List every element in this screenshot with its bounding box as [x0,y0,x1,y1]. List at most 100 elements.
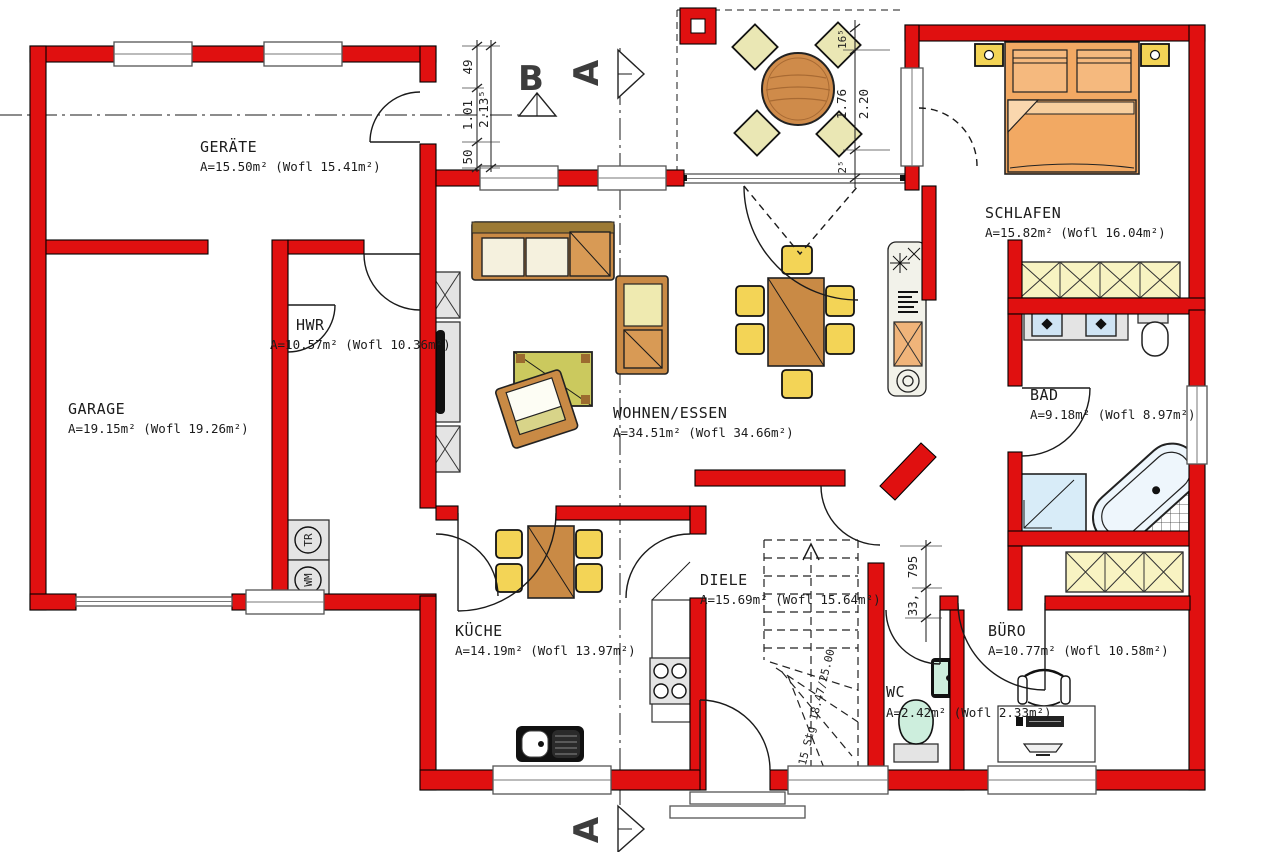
label-diele: DIELE [700,571,748,589]
area-kueche: A=14.19m² (Wofl 13.97m²) [455,643,636,658]
area-wc: A=2.42m² (Wofl 2.33m²) [886,705,1052,720]
bathtub [1091,442,1201,547]
door-terrace-living [743,185,859,301]
label-hwr: HWR [296,316,325,334]
area-diele: A=15.69m² (Wofl 15.64m²) [700,592,881,607]
door-living-diele [820,485,881,546]
label-wc: WC [886,683,905,701]
window [479,165,559,191]
dimension-hall-chain: 795 33, [900,540,942,642]
door-kitchen-diele [625,533,691,599]
dim-33: 33, [905,594,920,617]
bathroom-fixtures [1013,307,1201,547]
door-bedroom [918,107,978,167]
section-marker-a-top: A [567,48,646,100]
section-b-letter: B [518,59,544,99]
dim-165: 16⁵ [836,29,849,49]
room-labels: GERÄTE A=15.50m² (Wofl 15.41m²) GARAGE A… [68,137,1196,720]
stairs: 15 Stg 18.47/25.00 [763,539,859,769]
window [987,765,1097,795]
window [900,67,924,167]
section-a-bottom-letter: A [567,816,607,843]
label-buero: BÜRO [988,621,1026,640]
area-buero: A=10.77m² (Wofl 10.58m²) [988,643,1169,658]
area-wohnen: A=34.51m² (Wofl 34.66m²) [613,425,794,440]
dimension-left-chain: 49 1.01 2.13⁵ 50 [460,40,500,173]
entrance-steps [669,791,806,819]
desk [997,705,1096,763]
terrace-glass-door [681,173,906,184]
sofa-three-seat [471,221,615,281]
door-buero [957,602,1046,691]
kitchen-furniture [495,525,691,762]
door-geraete [369,91,421,143]
garage-door [75,596,233,607]
door-kitchen-hwr [435,533,499,597]
toilet-bad [1137,309,1169,357]
window [1186,385,1208,465]
bedroom-furniture [974,41,1181,299]
terrace [676,9,906,184]
windows-layer [75,41,1208,819]
terrace-table [761,52,835,126]
dim-176: 1.76 [834,89,849,119]
window [597,165,667,191]
washer-label: WM [302,573,315,587]
dim-49: 49 [460,59,475,74]
dim-25: 2⁵ [836,160,849,173]
label-schlafen: SCHLAFEN [985,204,1061,222]
dim-50: 50 [460,149,475,164]
label-geraete: GERÄTE [200,137,257,156]
kitchen-counter [649,561,691,723]
label-kueche: KÜCHE [455,621,503,640]
area-garage: A=19.15m² (Wofl 19.26m²) [68,421,249,436]
wardrobe-bedroom [1019,261,1181,299]
area-geraete: A=15.50m² (Wofl 15.41m²) [200,159,381,174]
window [113,41,193,67]
area-bad: A=9.18m² (Wofl 8.97m²) [1030,407,1196,422]
label-wohnen: WOHNEN/ESSEN [613,404,727,422]
office-furniture [997,551,1184,763]
wc-fixtures [893,658,955,763]
double-bed [1004,41,1140,175]
door-bad [1021,387,1091,457]
dryer-label: TR [302,533,315,547]
door-kitchen-living [457,512,557,612]
window [492,765,612,795]
dim-101: 1.01 [460,100,475,130]
kitchen-sink [516,726,584,762]
dim-795: 795 [905,556,920,579]
office-chair [1017,668,1071,707]
window [263,41,343,67]
wardrobe-hall [1065,551,1184,593]
area-schlafen: A=15.82m² (Wofl 16.04m²) [985,225,1166,240]
window [245,589,325,615]
label-bad: BAD [1030,386,1059,404]
section-marker-a-bottom: A [567,804,646,852]
walls-layer [29,7,1206,791]
door-wc [885,609,941,665]
doors-layer [287,91,1091,771]
dim-2135: 2.13⁵ [476,90,491,128]
living-room-furniture [429,221,927,473]
section-marker-b: B [517,59,558,117]
terrace-chairs [731,21,863,158]
dimension-terrace-chain: 16⁵ 1.76 2.20 2⁵ [834,20,890,188]
armchair [495,369,579,449]
wc-washbasin [931,658,955,698]
area-hwr: A=10.57m² (Wofl 10.36m²) [270,337,451,352]
door-garage-hwr [287,304,336,353]
hwr-appliances: TR WM [286,519,330,601]
toilet-wc [893,699,939,763]
kitchen-table-set [495,525,603,599]
label-garage: GARAGE [68,400,125,418]
window [787,765,889,795]
dim-220: 2.20 [856,89,871,119]
corner-sofa [615,275,669,375]
door-hwr-geraete [363,253,421,311]
door-entrance [699,699,771,771]
dining-table-set [735,245,855,399]
section-a-top-letter: A [567,59,607,86]
